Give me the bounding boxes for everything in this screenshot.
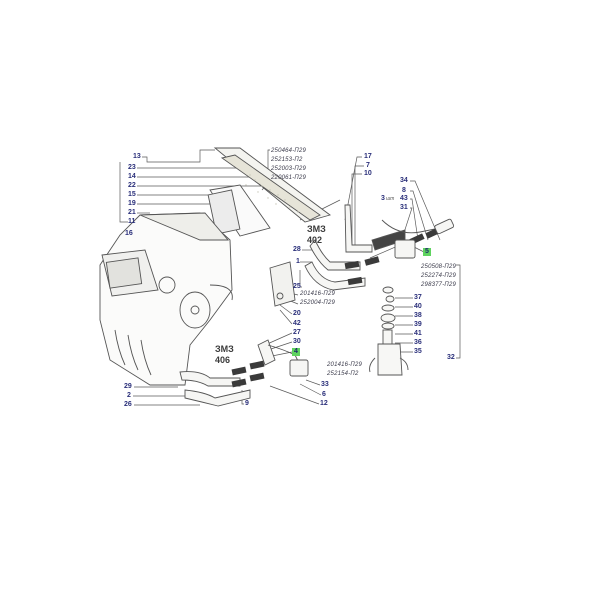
callout-16[interactable]: 16 xyxy=(125,230,133,237)
part-code: 252153-П2 xyxy=(271,157,303,163)
callout-9[interactable]: 9 xyxy=(245,400,249,407)
engine-label-zmz402: ЗМЗ 402 xyxy=(307,224,326,246)
callout-38[interactable]: 38 xyxy=(414,312,422,319)
callout-17[interactable]: 17 xyxy=(364,153,372,160)
part-code: 201416-П29 xyxy=(300,291,336,297)
callout-2[interactable]: 2 xyxy=(127,392,131,399)
quantity-label: шт xyxy=(386,196,395,202)
callout-20[interactable]: 20 xyxy=(293,310,301,317)
heater-core-fins xyxy=(245,174,299,213)
callout-4-highlighted[interactable]: 4 xyxy=(292,348,300,356)
valve-402 xyxy=(394,218,455,259)
callout-28[interactable]: 28 xyxy=(293,246,301,253)
engine-label-line: ЗМЗ xyxy=(215,344,234,354)
callout-11[interactable]: 11 xyxy=(128,218,136,225)
callout-13[interactable]: 13 xyxy=(133,153,141,160)
callout-23[interactable]: 23 xyxy=(128,164,136,171)
callout-3[interactable]: 3 xyxy=(381,195,385,202)
callout-26[interactable]: 26 xyxy=(124,401,132,408)
callout-21[interactable]: 21 xyxy=(128,209,136,216)
tap-assembly xyxy=(369,286,409,376)
leader-lines xyxy=(119,149,461,406)
callout-5-highlighted[interactable]: 5 xyxy=(423,248,431,256)
callout-15[interactable]: 15 xyxy=(128,191,136,198)
callout-10[interactable]: 10 xyxy=(364,170,372,177)
hoses-406 xyxy=(179,339,309,407)
callout-31[interactable]: 31 xyxy=(400,204,408,211)
callout-22[interactable]: 22 xyxy=(128,182,136,189)
engine-label-line: 402 xyxy=(307,235,323,245)
callout-14[interactable]: 14 xyxy=(128,173,136,180)
part-code: 250508-П29 xyxy=(421,264,457,270)
callout-43[interactable]: 43 xyxy=(400,195,408,202)
callout-34[interactable]: 34 xyxy=(400,177,408,184)
part-code: 220061-П29 xyxy=(271,175,307,181)
callout-19[interactable]: 19 xyxy=(128,200,136,207)
heater-core-assembly xyxy=(207,147,332,237)
callout-35[interactable]: 35 xyxy=(414,348,422,355)
part-code: 298377-П29 xyxy=(421,282,457,288)
callout-40[interactable]: 40 xyxy=(414,303,422,310)
part-code: 201416-П29 xyxy=(327,362,363,368)
callout-30[interactable]: 30 xyxy=(293,338,301,345)
part-code: 252154-П2 xyxy=(327,371,359,377)
part-code: 252004-П29 xyxy=(300,300,336,306)
hose-clamps-406 xyxy=(231,360,265,388)
engine-label-zmz406: ЗМЗ 406 xyxy=(215,344,234,366)
callout-39[interactable]: 39 xyxy=(414,321,422,328)
actuator xyxy=(269,261,296,307)
part-code: 252003-П29 xyxy=(271,166,307,172)
callout-25[interactable]: 25 xyxy=(293,283,301,290)
heater-housing xyxy=(99,212,233,386)
callout-29[interactable]: 29 xyxy=(124,383,132,390)
callout-33[interactable]: 33 xyxy=(321,381,329,388)
callout-12[interactable]: 12 xyxy=(320,400,328,407)
callout-6[interactable]: 6 xyxy=(322,391,326,398)
callout-41[interactable]: 41 xyxy=(414,330,422,337)
callout-37[interactable]: 37 xyxy=(414,294,422,301)
callout-27[interactable]: 27 xyxy=(293,329,301,336)
part-code: 250464-П29 xyxy=(271,148,307,154)
engine-label-line: 406 xyxy=(215,355,231,365)
callout-42[interactable]: 42 xyxy=(293,320,301,327)
callout-36[interactable]: 36 xyxy=(414,339,422,346)
engine-label-line: ЗМЗ xyxy=(307,224,326,234)
callout-7[interactable]: 7 xyxy=(366,162,370,169)
callout-1[interactable]: 1 xyxy=(296,258,300,265)
callout-32[interactable]: 32 xyxy=(447,354,455,361)
part-code: 252274-П29 xyxy=(421,273,457,279)
callout-8[interactable]: 8 xyxy=(402,187,406,194)
hoses-402 xyxy=(304,204,441,291)
